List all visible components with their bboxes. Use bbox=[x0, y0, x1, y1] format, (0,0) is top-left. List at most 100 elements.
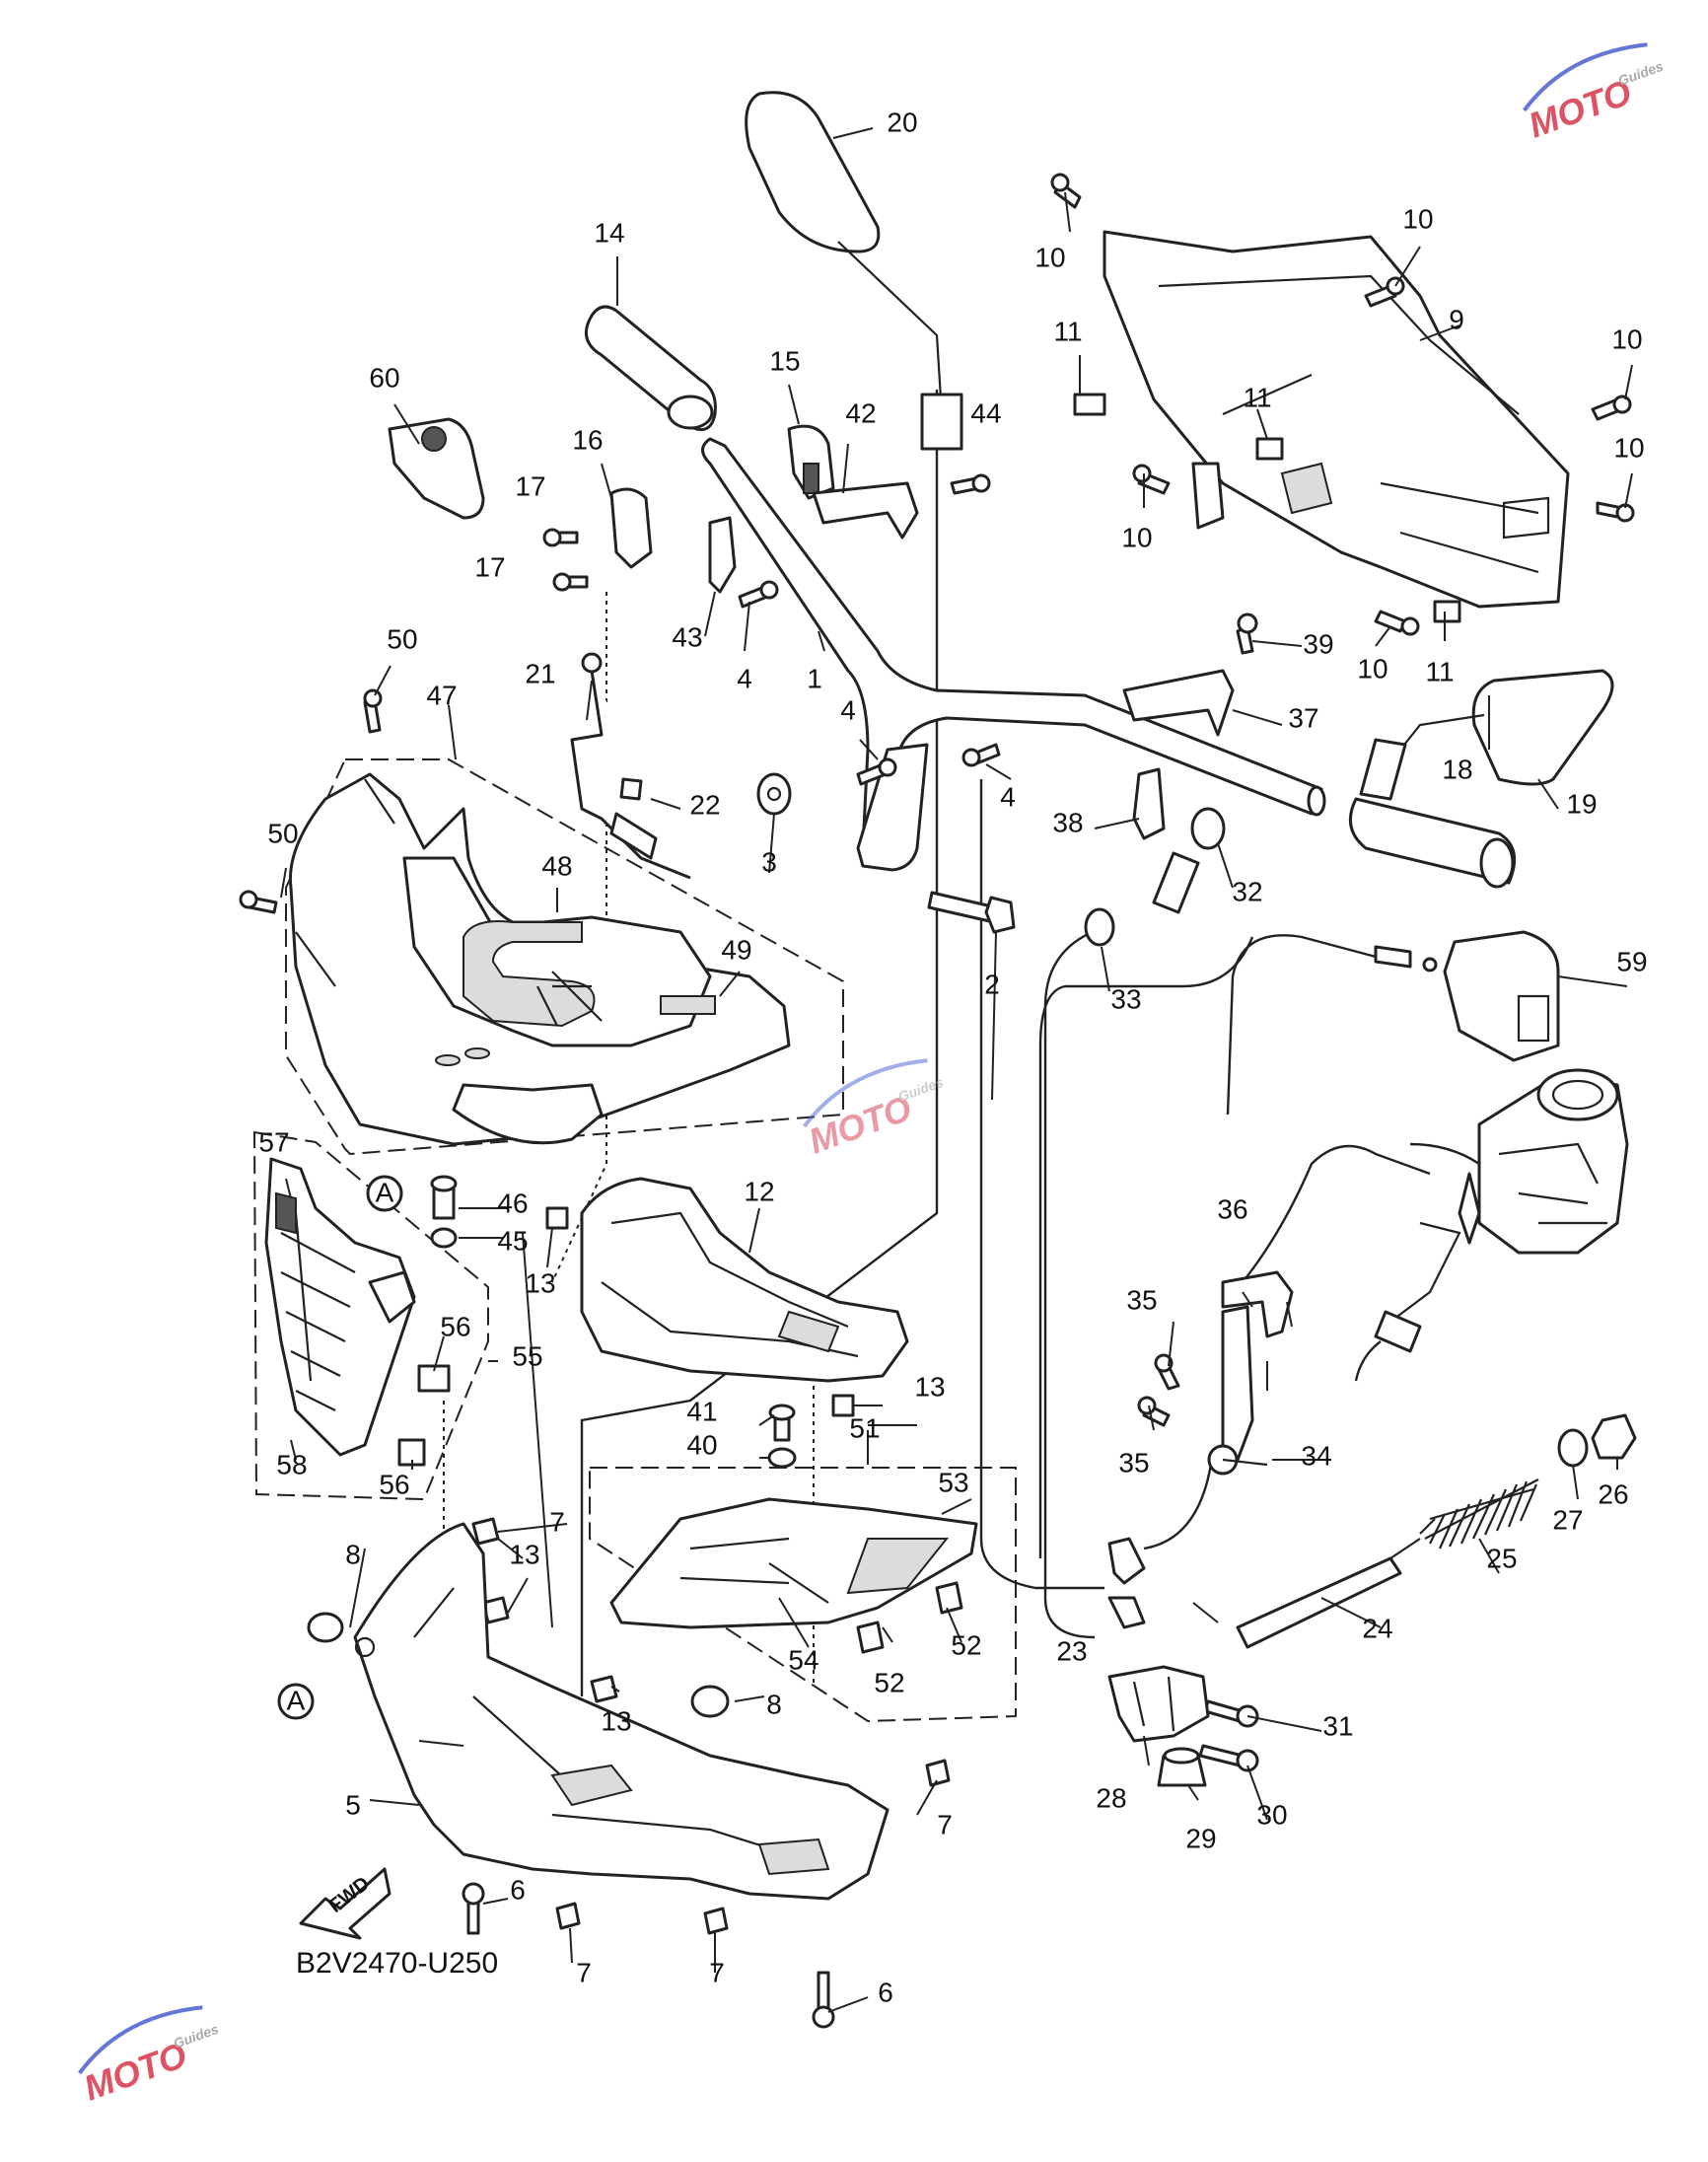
label-13b: 13 bbox=[914, 1371, 945, 1402]
label-43: 43 bbox=[672, 621, 702, 652]
label-58: 58 bbox=[276, 1449, 307, 1479]
label-10d: 10 bbox=[1613, 432, 1644, 463]
label-40: 40 bbox=[686, 1429, 717, 1460]
switch-60 bbox=[388, 417, 485, 520]
label-35b: 35 bbox=[1118, 1447, 1149, 1477]
label-3: 3 bbox=[761, 846, 777, 877]
label-4a: 4 bbox=[737, 663, 752, 693]
cable-21-end bbox=[581, 652, 603, 674]
label-35a: 35 bbox=[1126, 1284, 1157, 1315]
watermark-bottom-left: MOTO Guides bbox=[78, 2005, 221, 2109]
badge-49 bbox=[660, 995, 716, 1015]
label-20: 20 bbox=[887, 107, 917, 137]
bolt-46-head bbox=[430, 1175, 458, 1192]
label-13c: 13 bbox=[509, 1539, 539, 1569]
nut-3 bbox=[756, 772, 792, 816]
clip-13-d bbox=[590, 1675, 618, 1703]
label-8b: 8 bbox=[766, 1689, 782, 1719]
handlebar-cover bbox=[1103, 230, 1570, 609]
bolt-2 bbox=[927, 891, 998, 924]
clip-56-b bbox=[397, 1438, 426, 1467]
cover-59-opening bbox=[1517, 994, 1550, 1043]
carburetor-detail bbox=[1498, 1142, 1607, 1225]
mirror-left-stem bbox=[837, 241, 944, 415]
carb-linkage-sleeve bbox=[1374, 1310, 1422, 1353]
bolt-41-head bbox=[768, 1404, 796, 1421]
ref-marker-a-top bbox=[366, 1175, 403, 1212]
watermark-top-right: MOTO Guides bbox=[1523, 42, 1666, 146]
ref-marker-a-bottom bbox=[277, 1683, 315, 1720]
clamp-42 bbox=[812, 481, 919, 540]
label-17b: 17 bbox=[474, 551, 505, 582]
throttle-cable-loop bbox=[1043, 925, 1105, 1639]
clip-13-b bbox=[831, 1394, 855, 1417]
label-10e: 10 bbox=[1121, 522, 1152, 552]
handlebar bbox=[701, 437, 1323, 850]
label-1: 1 bbox=[807, 663, 822, 693]
label-47: 47 bbox=[426, 680, 457, 710]
grip-right-end bbox=[1479, 837, 1515, 889]
front-cover-47-lower bbox=[452, 1083, 604, 1145]
washer-45 bbox=[430, 1227, 458, 1249]
cap-27 bbox=[1557, 1428, 1589, 1468]
label-52b: 52 bbox=[874, 1667, 904, 1697]
grille-58-lines bbox=[280, 1212, 356, 1411]
label-21: 21 bbox=[525, 658, 555, 688]
nut-11-c bbox=[1433, 600, 1461, 623]
label-10b: 10 bbox=[1402, 203, 1433, 234]
label-10f: 10 bbox=[1357, 653, 1388, 684]
dotted-line-a bbox=[551, 592, 607, 1283]
label-56b: 56 bbox=[379, 1469, 409, 1499]
label-39: 39 bbox=[1303, 628, 1333, 659]
mirror-left-boot bbox=[920, 393, 963, 451]
label-46: 46 bbox=[497, 1188, 528, 1218]
label-19: 19 bbox=[1566, 788, 1597, 819]
label-7c: 7 bbox=[576, 1957, 592, 1987]
lower-cover-5-vent bbox=[550, 1764, 633, 1807]
cover-53-lines bbox=[679, 1537, 829, 1604]
group-box-51 bbox=[589, 1467, 1017, 1723]
nut-3-hole bbox=[766, 786, 782, 802]
clamp-38 bbox=[1132, 767, 1166, 840]
label-57: 57 bbox=[258, 1126, 289, 1157]
label-11c: 11 bbox=[1425, 656, 1454, 686]
fwd-arrow bbox=[299, 1867, 391, 1940]
label-37: 37 bbox=[1288, 702, 1318, 733]
mirror-right-boot bbox=[1359, 738, 1407, 801]
lower-cover-5-vent2 bbox=[757, 1838, 830, 1876]
label-23: 23 bbox=[1056, 1635, 1087, 1666]
grommet-8-b bbox=[690, 1685, 730, 1718]
clamp-43 bbox=[708, 516, 737, 594]
nut-26 bbox=[1591, 1413, 1637, 1460]
switch-60-button bbox=[421, 426, 447, 452]
choke-cable-to-carb bbox=[1242, 1144, 1431, 1283]
label-7a: 7 bbox=[549, 1506, 565, 1537]
label-24: 24 bbox=[1362, 1613, 1392, 1643]
cover-12-vent bbox=[777, 1310, 840, 1353]
bracket-36 bbox=[1221, 1270, 1294, 1338]
watermark-swoosh-icon bbox=[78, 2005, 203, 2075]
label-55: 55 bbox=[512, 1340, 542, 1371]
label-17a: 17 bbox=[515, 470, 545, 501]
washer-40 bbox=[767, 1447, 797, 1469]
label-29: 29 bbox=[1185, 1823, 1216, 1853]
grip-left-end bbox=[667, 395, 714, 430]
label-30: 30 bbox=[1256, 1799, 1287, 1830]
screw-22 bbox=[619, 777, 643, 801]
throttle-end-dot bbox=[1422, 957, 1438, 973]
mirror-right bbox=[1471, 669, 1614, 786]
grille-bracket bbox=[368, 1270, 416, 1324]
carburetor-top-inner bbox=[1551, 1079, 1604, 1111]
nut-11-b bbox=[1255, 437, 1284, 461]
label-6a: 6 bbox=[510, 1874, 526, 1905]
cover-vent bbox=[1502, 496, 1550, 540]
lower-cover-5 bbox=[353, 1522, 890, 1901]
label-48: 48 bbox=[541, 850, 572, 881]
long-cable-right bbox=[979, 779, 1104, 1590]
handlebar-cover-left-tab bbox=[1191, 462, 1225, 530]
cable-21 bbox=[570, 670, 691, 880]
label-38: 38 bbox=[1052, 807, 1083, 837]
label-42: 42 bbox=[845, 397, 876, 428]
front-cover-47-crease bbox=[295, 778, 603, 1022]
label-6b: 6 bbox=[878, 1977, 893, 2007]
